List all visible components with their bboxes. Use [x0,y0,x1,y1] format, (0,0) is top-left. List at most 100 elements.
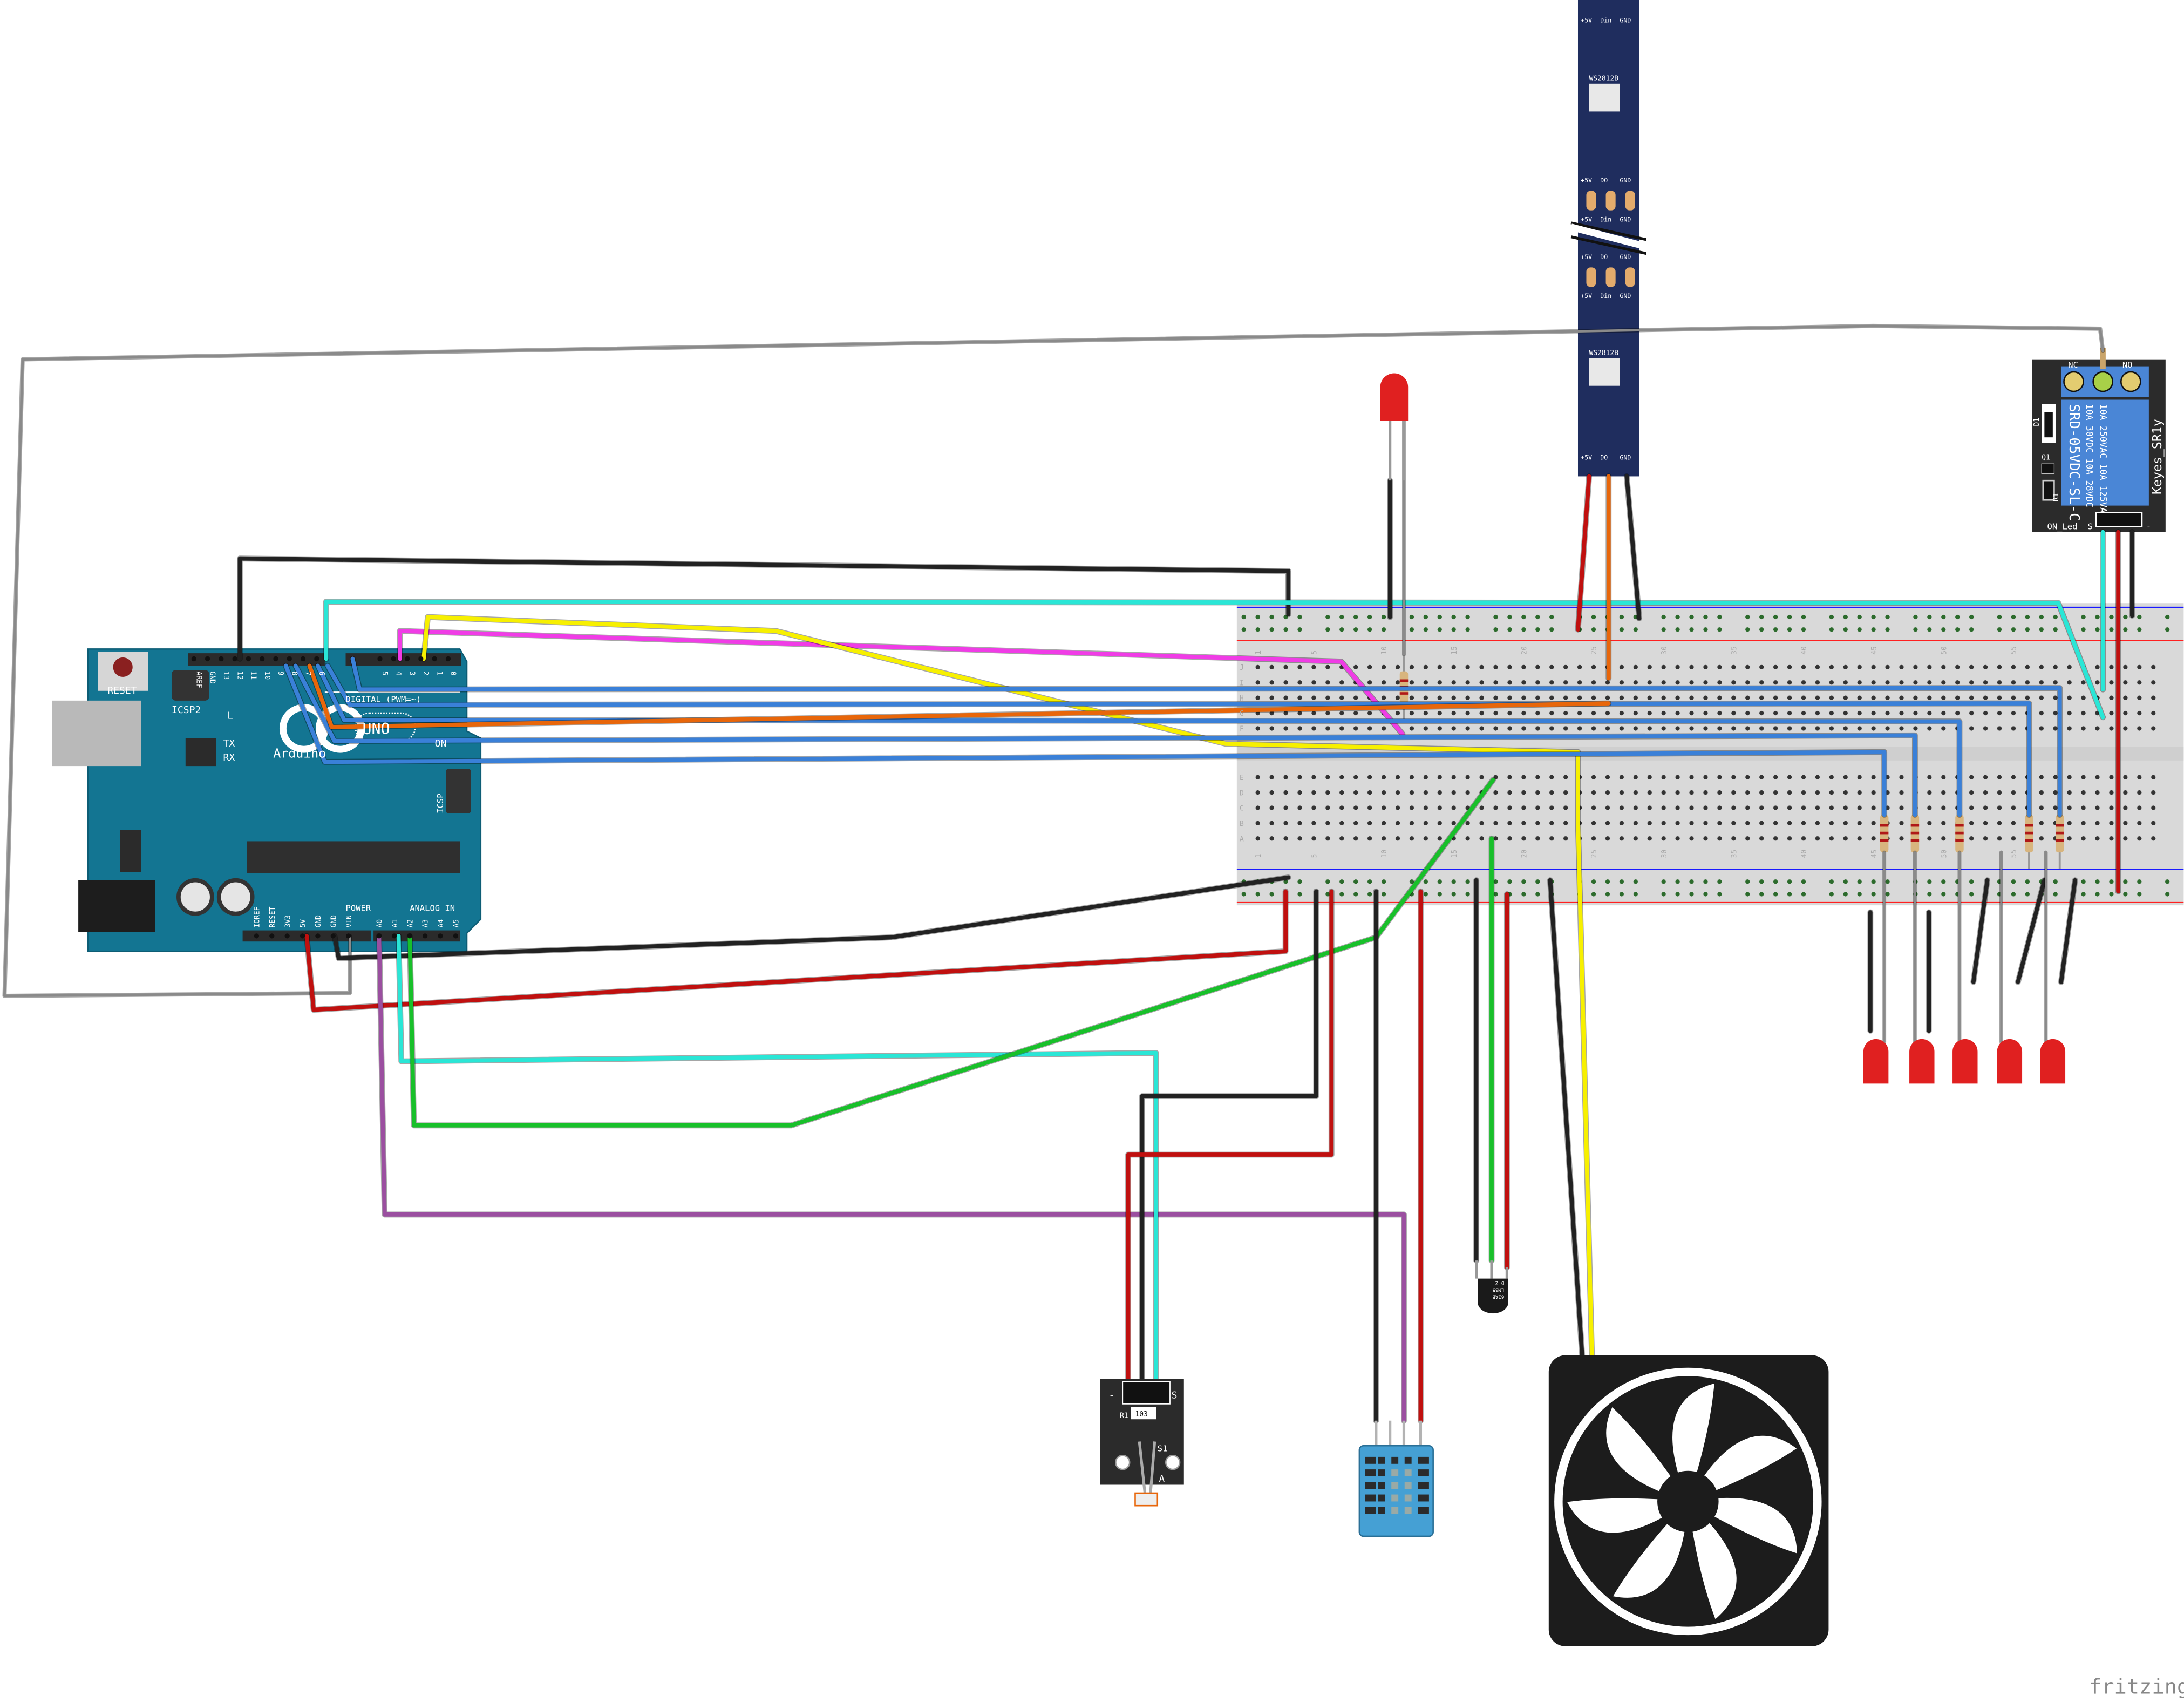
breadboard-hole[interactable] [1815,680,1820,685]
breadboard-hole[interactable] [1997,695,2002,700]
breadboard-hole[interactable] [1899,790,1904,795]
breadboard-hole[interactable] [2067,695,2072,700]
breadboard-hole[interactable] [2109,805,2114,810]
rail-hole[interactable] [2165,892,2170,897]
rail-hole[interactable] [1521,627,1526,632]
header-pin[interactable] [260,656,265,662]
breadboard-hole[interactable] [1423,821,1428,826]
breadboard-hole[interactable] [1689,775,1694,779]
breadboard-hole[interactable] [1395,821,1400,826]
rail-hole[interactable] [1745,627,1750,632]
breadboard-hole[interactable] [1577,680,1582,685]
breadboard-hole[interactable] [1563,821,1568,826]
breadboard-hole[interactable] [1703,775,1708,779]
breadboard-hole[interactable] [2123,790,2128,795]
breadboard-hole[interactable] [1339,680,1344,685]
breadboard-hole[interactable] [1633,821,1638,826]
breadboard-hole[interactable] [1549,680,1554,685]
breadboard-hole[interactable] [1997,680,2002,685]
breadboard-hole[interactable] [1843,695,1848,700]
breadboard-hole[interactable] [2067,836,2072,841]
breadboard-hole[interactable] [2081,680,2086,685]
breadboard-hole[interactable] [1969,664,1974,670]
breadboard-hole[interactable] [1297,836,1302,841]
breadboard-hole[interactable] [1465,836,1470,841]
breadboard-hole[interactable] [1633,790,1638,795]
header-pin[interactable] [273,656,278,662]
breadboard-hole[interactable] [2011,726,2016,731]
breadboard-hole[interactable] [1465,695,1470,700]
rail-hole[interactable] [2137,614,2142,620]
header-pin[interactable] [232,656,237,662]
rail-hole[interactable] [2095,879,2100,884]
breadboard-hole[interactable] [1913,695,1918,700]
rail-hole[interactable] [2123,892,2128,897]
breadboard-hole[interactable] [1689,836,1694,841]
breadboard-hole[interactable] [1283,790,1288,795]
breadboard-hole[interactable] [1507,695,1512,700]
rail-hole[interactable] [1661,879,1666,884]
breadboard-hole[interactable] [1269,695,1274,700]
breadboard-hole[interactable] [1409,664,1414,670]
breadboard-hole[interactable] [1507,821,1512,826]
breadboard-hole[interactable] [1381,680,1386,685]
breadboard-hole[interactable] [1787,805,1792,810]
breadboard-hole[interactable] [1563,680,1568,685]
breadboard-hole[interactable] [1941,680,1946,685]
breadboard-hole[interactable] [1381,775,1386,779]
breadboard-hole[interactable] [1717,836,1722,841]
rail-hole[interactable] [1717,614,1722,620]
breadboard-hole[interactable] [1647,695,1652,700]
breadboard-hole[interactable] [1325,805,1330,810]
rail-hole[interactable] [1535,879,1540,884]
breadboard-hole[interactable] [1759,710,1764,716]
rail-hole[interactable] [1465,892,1470,897]
breadboard-hole[interactable] [2025,664,2030,670]
breadboard-hole[interactable] [1689,710,1694,716]
breadboard-hole[interactable] [2011,680,2016,685]
breadboard-hole[interactable] [1381,695,1386,700]
rail-hole[interactable] [2137,627,2142,632]
breadboard-hole[interactable] [1633,726,1638,731]
header-pin[interactable] [346,933,351,939]
breadboard-hole[interactable] [1423,695,1428,700]
breadboard-hole[interactable] [1899,726,1904,731]
rail-hole[interactable] [1801,627,1806,632]
breadboard-hole[interactable] [2067,710,2072,716]
rail-hole[interactable] [1605,892,1610,897]
breadboard-hole[interactable] [1395,836,1400,841]
breadboard-hole[interactable] [1731,775,1736,779]
breadboard-hole[interactable] [1997,664,2002,670]
breadboard-hole[interactable] [1689,790,1694,795]
breadboard-hole[interactable] [2123,805,2128,810]
rail-hole[interactable] [1353,892,1358,897]
rail-hole[interactable] [1745,614,1750,620]
breadboard-hole[interactable] [1591,775,1596,779]
breadboard-hole[interactable] [1605,710,1610,716]
breadboard-hole[interactable] [2095,680,2100,685]
breadboard-hole[interactable] [2137,664,2142,670]
breadboard-hole[interactable] [1269,821,1274,826]
breadboard-hole[interactable] [1969,726,1974,731]
wire-red-strip[interactable] [1576,474,1591,632]
breadboard-hole[interactable] [1353,821,1358,826]
breadboard-hole[interactable] [1269,664,1274,670]
breadboard-hole[interactable] [1675,680,1680,685]
breadboard-hole[interactable] [1661,726,1666,731]
breadboard-hole[interactable] [2081,695,2086,700]
breadboard-hole[interactable] [1521,805,1526,810]
breadboard-hole[interactable] [1647,775,1652,779]
rail-hole[interactable] [1633,614,1638,620]
rail-hole[interactable] [1409,614,1414,620]
rail-hole[interactable] [2053,879,2058,884]
breadboard-hole[interactable] [1983,821,1988,826]
rail-hole[interactable] [2025,614,2030,620]
rail-hole[interactable] [1773,627,1778,632]
breadboard-hole[interactable] [1899,695,1904,700]
breadboard-hole[interactable] [1325,790,1330,795]
breadboard-hole[interactable] [2095,664,2100,670]
breadboard-hole[interactable] [1927,790,1932,795]
rail-hole[interactable] [1955,614,1960,620]
breadboard-hole[interactable] [1465,710,1470,716]
header-pin[interactable] [219,656,224,662]
